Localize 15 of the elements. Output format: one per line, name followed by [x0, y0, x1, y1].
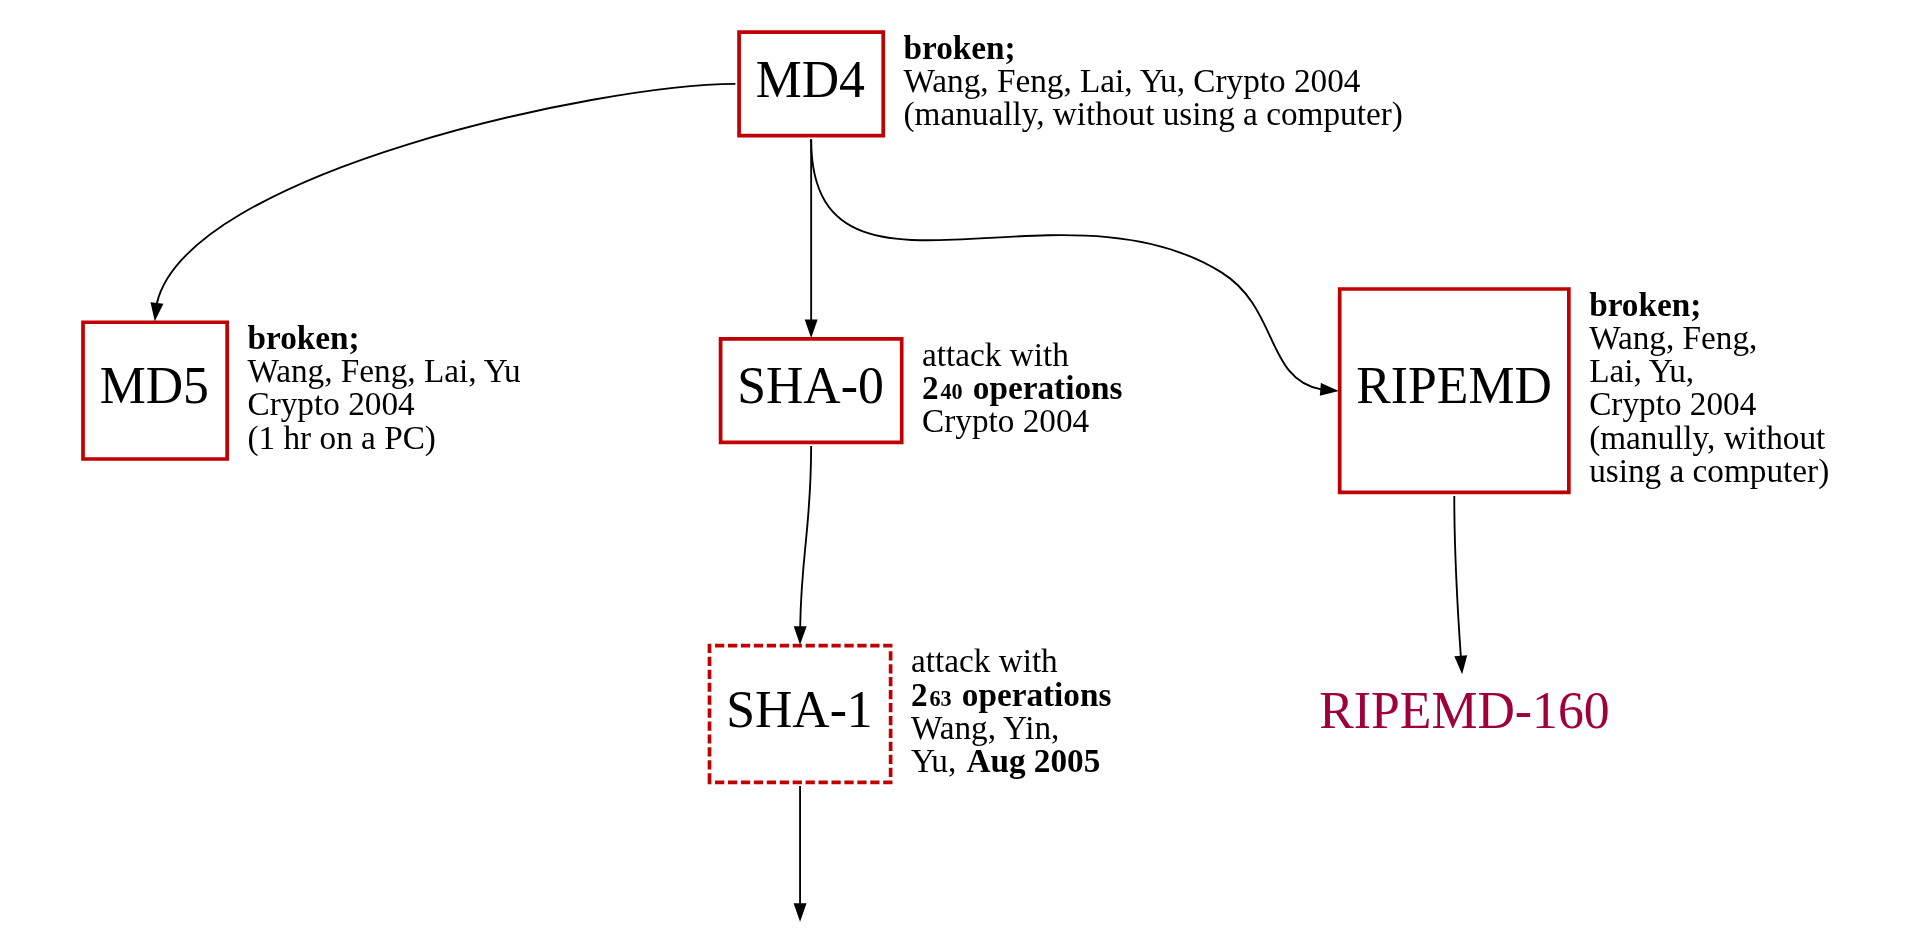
- node-text: RIPEMD-160: [1318, 681, 1610, 739]
- node-label: broken;: [247, 318, 360, 356]
- node-label: attack with: [910, 642, 1058, 680]
- arrow: [793, 785, 807, 922]
- node-box: SHA-1: [707, 643, 892, 785]
- arrow: [809, 138, 1339, 396]
- arrow: [793, 445, 812, 645]
- arrow: [150, 82, 736, 322]
- node-label: broken;: [903, 28, 1016, 66]
- arrow: [1452, 495, 1467, 675]
- node-box: MD4: [736, 30, 885, 138]
- node-label: broken;: [1588, 285, 1701, 323]
- node-box: SHA-0: [718, 337, 904, 445]
- node-box: MD5: [80, 320, 229, 461]
- node-box: RIPEMD: [1337, 287, 1571, 495]
